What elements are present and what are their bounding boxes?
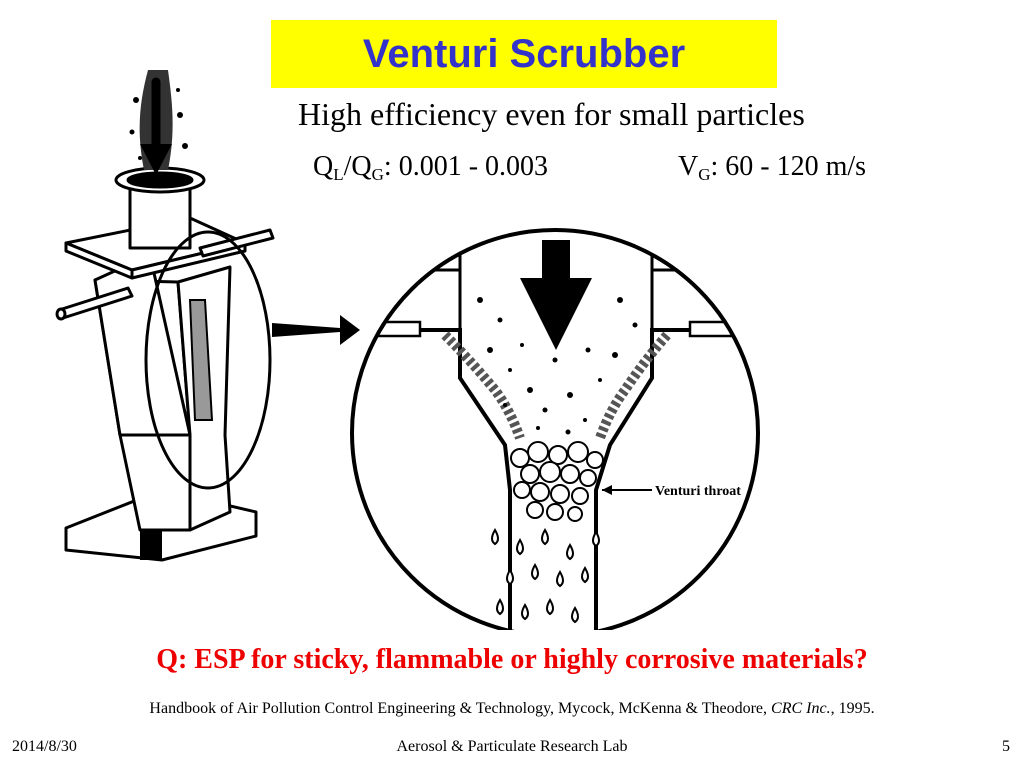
formula-subscript: G — [371, 165, 384, 184]
reference-text: Handbook of Air Pollution Control Engine… — [149, 700, 772, 717]
slide-subtitle: High efficiency even for small particles — [298, 96, 805, 132]
page-number: 5 — [1002, 738, 1010, 755]
title-box: Venturi Scrubber — [271, 20, 777, 88]
reference-citation: Handbook of Air Pollution Control Engine… — [0, 700, 1024, 718]
zoom-region-ellipse — [144, 230, 272, 490]
inlet-gas-plume — [129, 70, 188, 175]
reference-publisher: CRC Inc. — [771, 700, 831, 717]
venturi-throat-label: Venturi throat — [655, 484, 741, 499]
footer-date: 2014/8/30 — [12, 738, 77, 755]
formula-symbol: Q — [313, 151, 334, 182]
scrubber-tower — [55, 166, 275, 562]
formula-value: : 0.001 - 0.003 — [383, 151, 549, 182]
zoom-arrow — [272, 315, 360, 345]
discussion-question: Q: ESP for sticky, flammable or highly c… — [156, 644, 868, 675]
footer-lab-name: Aerosol & Particulate Research Lab — [396, 738, 628, 755]
magnified-throat — [350, 228, 760, 630]
venturi-scrubber-illustration: Venturi throat — [55, 70, 760, 630]
slide-title: Venturi Scrubber — [362, 31, 686, 76]
formula-subscript: G — [698, 165, 711, 184]
formula-symbol: Q — [351, 151, 372, 182]
flow-arrow — [520, 240, 592, 350]
formula-value: : 60 - 120 m/s — [710, 151, 867, 182]
formula-symbol: V — [678, 151, 699, 182]
reference-year: , 1995. — [830, 700, 875, 717]
gas-velocity-formula: VG: 60 - 120 m/s — [678, 151, 866, 185]
formula-subscript: L — [333, 165, 344, 184]
liquid-gas-ratio-formula: QL/QG: 0.001 - 0.003 — [313, 151, 548, 185]
formula-slash: / — [343, 151, 352, 182]
